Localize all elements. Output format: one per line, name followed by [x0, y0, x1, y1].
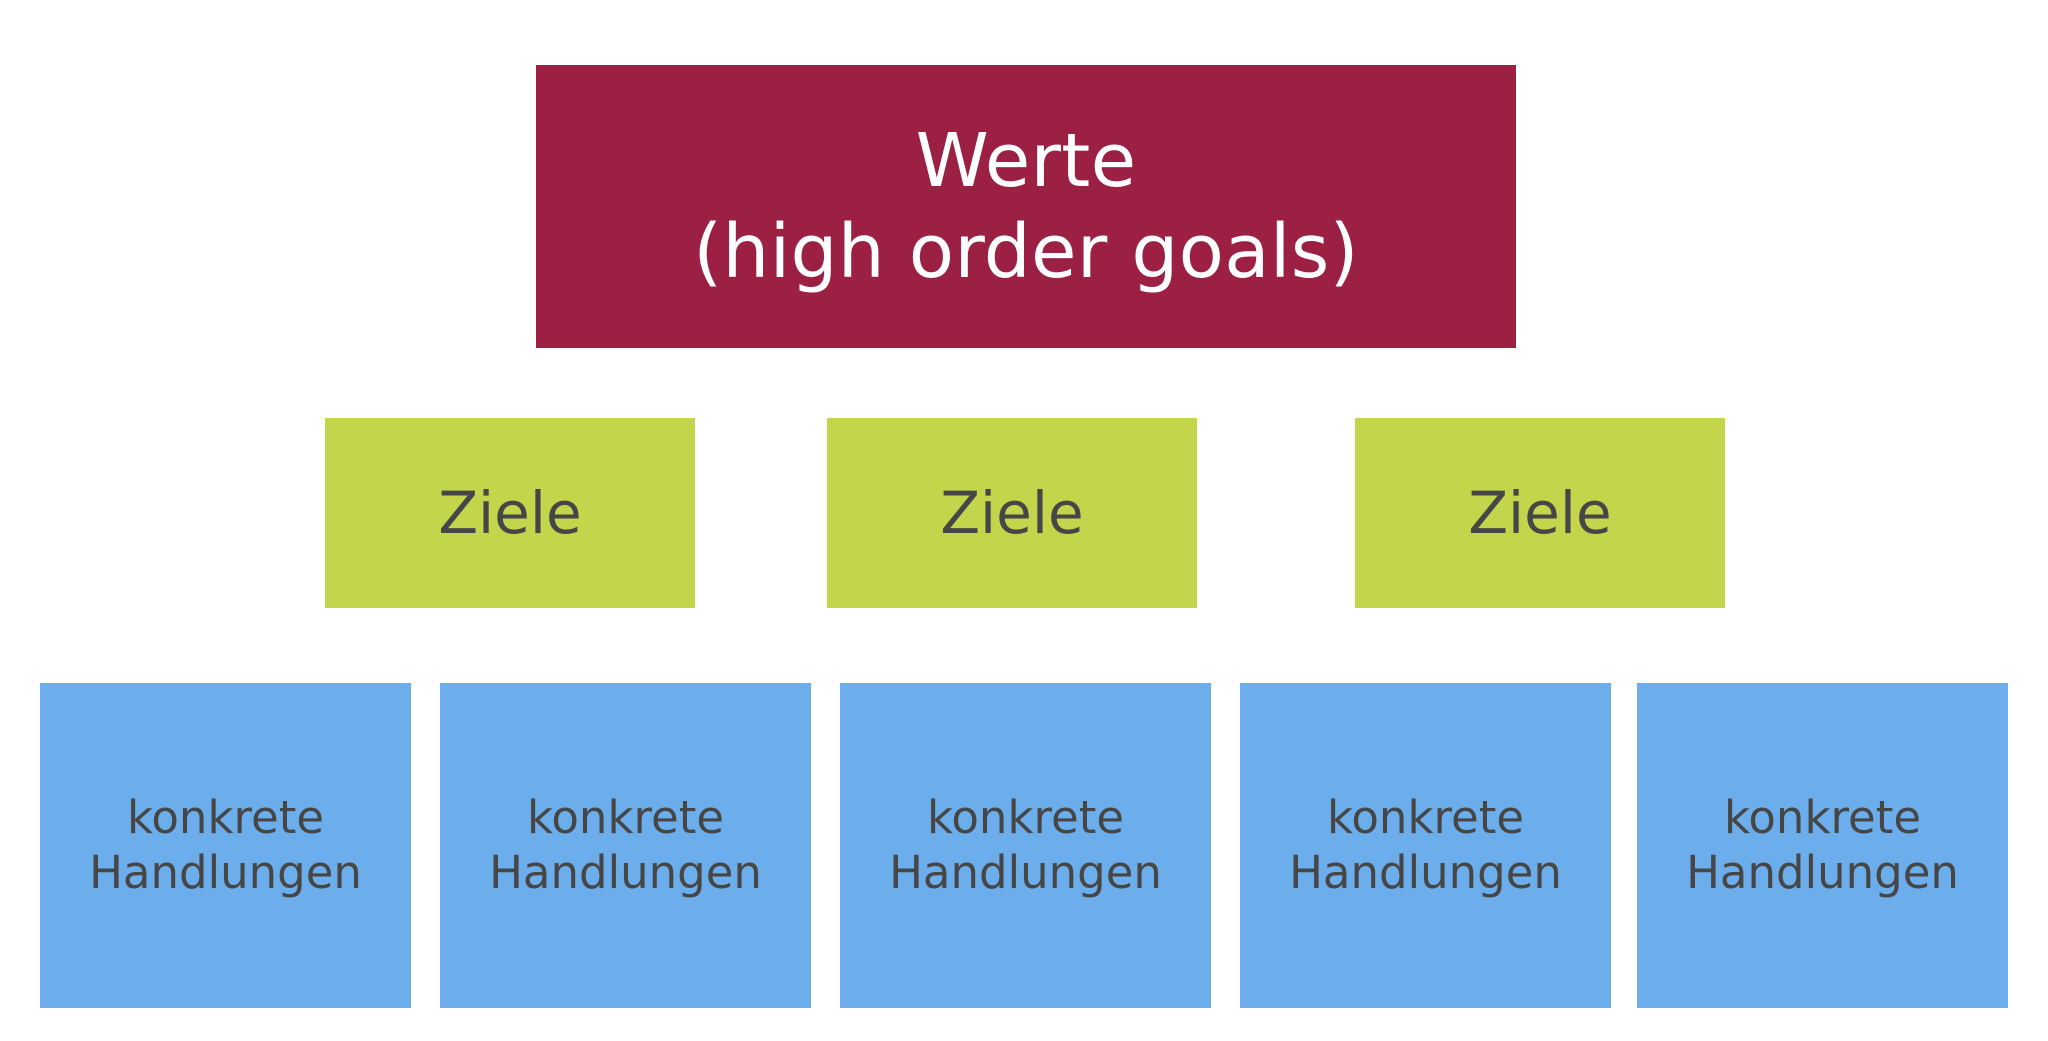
node-ziele-2: Ziele: [827, 418, 1197, 608]
node-werte-high-order-goals: Werte (high order goals): [536, 65, 1516, 348]
node-konkrete-handlungen-3: konkrete Handlungen: [840, 683, 1211, 1008]
node-konkrete-handlungen-4: konkrete Handlungen: [1240, 683, 1611, 1008]
node-ziele-1: Ziele: [325, 418, 695, 608]
node-konkrete-handlungen-5: konkrete Handlungen: [1637, 683, 2008, 1008]
node-konkrete-handlungen-1: konkrete Handlungen: [40, 683, 411, 1008]
node-ziele-3: Ziele: [1355, 418, 1725, 608]
node-konkrete-handlungen-2: konkrete Handlungen: [440, 683, 811, 1008]
